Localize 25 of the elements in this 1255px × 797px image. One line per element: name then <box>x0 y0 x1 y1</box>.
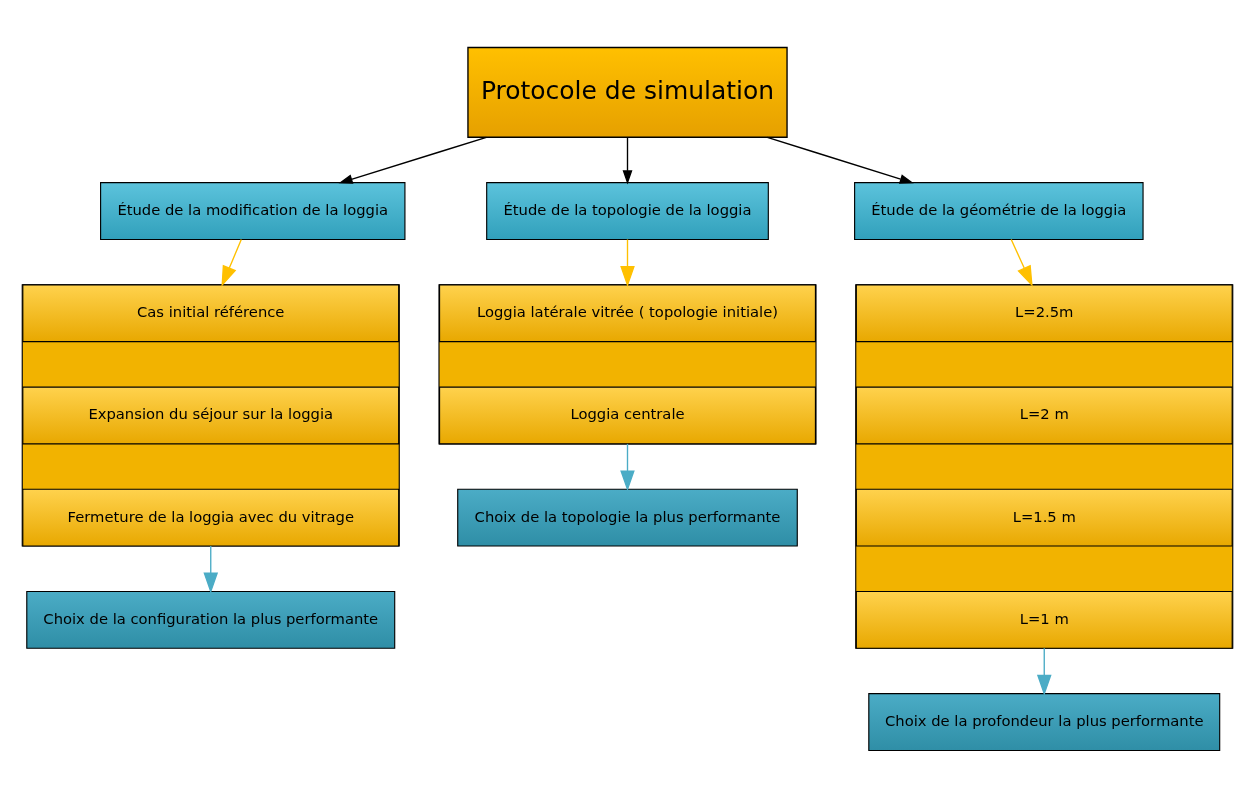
arrow <box>1036 647 1052 696</box>
node-box: L=2.5m <box>855 283 1233 342</box>
node-box: Étude de la modification de la loggia <box>100 181 406 240</box>
node-box: Fermeture de la loggia avec du vitrage <box>22 488 400 547</box>
arrow <box>1010 238 1033 287</box>
arrow <box>203 544 219 593</box>
node-box: Protocole de simulation <box>467 46 788 138</box>
node-box: Loggia centrale <box>439 386 816 444</box>
arrow <box>221 238 242 287</box>
arrow <box>622 136 633 184</box>
node-box: Choix de la configuration la plus performante <box>26 590 396 649</box>
node-box: Choix de la topologie la plus performante <box>457 488 798 547</box>
arrow <box>620 442 635 491</box>
node-box: Expansion du séjour sur la loggia <box>22 386 400 444</box>
node-box: L=1.5 m <box>855 488 1233 547</box>
node-box: L=2 m <box>855 386 1233 444</box>
node-box: Loggia latérale vitrée ( topologie initiale) <box>439 283 816 342</box>
node-box: L=1 m <box>855 590 1233 649</box>
node-box: Choix de la profondeur la plus performante <box>868 692 1221 751</box>
arrow <box>766 136 914 184</box>
node-box: Étude de la topologie de la loggia <box>486 181 769 240</box>
node-box: Étude de la géométrie de la loggia <box>854 181 1144 240</box>
node-box: Cas initial référence <box>22 283 400 342</box>
arrow <box>620 238 635 287</box>
arrow <box>338 136 488 184</box>
